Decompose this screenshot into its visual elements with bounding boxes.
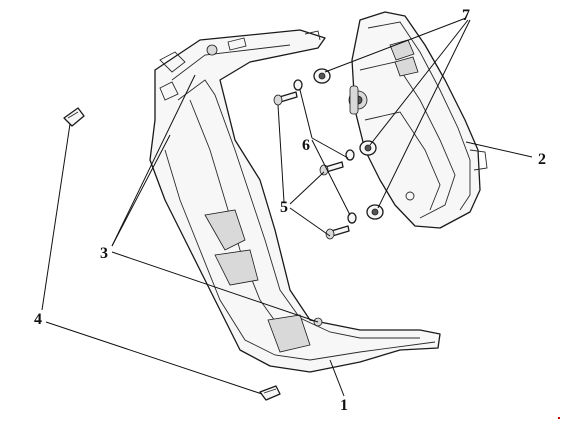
screw-1: [273, 91, 298, 106]
callout-5: 5: [280, 199, 288, 216]
callout-4: 4: [34, 311, 42, 328]
callout-7: 7: [462, 7, 470, 24]
leader-lines: [41, 17, 533, 397]
callout-1: 1: [340, 397, 348, 414]
grommet-3: [366, 204, 384, 220]
part-6-washers: [293, 79, 357, 224]
part-4-clips: [63, 107, 281, 401]
part-7-grommets: [313, 68, 384, 220]
clip-lower: [259, 385, 281, 401]
part-5-screws: [273, 91, 350, 240]
red-mark: [558, 417, 560, 419]
callout-6: 6: [302, 137, 310, 154]
grommet-1: [313, 68, 331, 84]
clip-upper: [63, 107, 85, 127]
callout-2: 2: [538, 151, 546, 168]
callout-3: 3: [100, 245, 108, 262]
part-2-upper-housing: [348, 11, 488, 229]
screw-3: [325, 225, 350, 240]
part-1-lower-cover: [149, 29, 441, 373]
grommet-2: [359, 140, 377, 156]
